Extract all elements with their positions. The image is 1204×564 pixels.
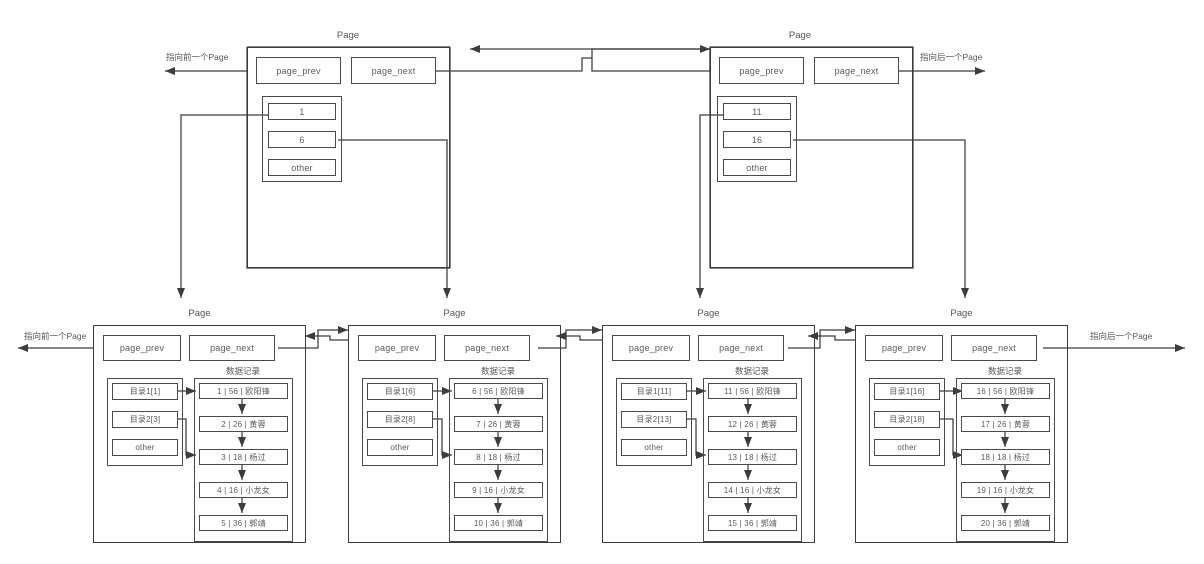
leaf-4-directory-1[interactable]: 目录2[18] [874,411,940,428]
leaf-1[interactable] [93,325,306,543]
leaf-2-caption: Page [443,308,466,319]
leaf-2-record-0[interactable]: 6 | 56 | 欧阳锋 [454,383,543,399]
leaf-3-directory-0[interactable]: 目录1[11] [621,383,687,400]
leaf-3-record-0[interactable]: 11 | 56 | 欧阳锋 [708,383,797,399]
leaf-1-prev[interactable]: page_prev [103,335,181,361]
internal-page-1-key-1[interactable]: 6 [268,131,336,148]
leaf-2-record-2[interactable]: 8 | 18 | 杨过 [454,449,543,465]
leaf-4[interactable] [855,325,1068,543]
internal-page-2-key-1[interactable]: 16 [723,131,791,148]
wire-leaf2-prev-to-leaf1 [305,332,348,341]
leaf-2-records-caption: 数据记录 [480,366,516,376]
leaf-3-record-4[interactable]: 15 | 36 | 郭靖 [708,515,797,531]
leaf-last-next-note: 指向后一个Page [1090,331,1153,341]
leaf-1-records-caption: 数据记录 [225,366,261,376]
leaf-4-directory-2[interactable]: other [874,439,940,456]
leaf-2-record-1[interactable]: 7 | 26 | 黄蓉 [454,416,543,432]
leaf-4-record-0[interactable]: 16 | 56 | 欧阳锋 [961,383,1050,399]
leaf-4-directory-0[interactable]: 目录1[16] [874,383,940,400]
internal-page-1-prev[interactable]: page_prev [256,57,341,84]
leaf-3-directory-2[interactable]: other [621,439,687,456]
internal-page-2-prev[interactable]: page_prev [719,57,804,84]
leaf-1-record-1[interactable]: 2 | 26 | 黄蓉 [199,416,288,432]
internal-page-1[interactable] [247,47,450,268]
wire-leaf4-prev-to-leaf3 [808,332,855,341]
leaf-4-record-3[interactable]: 19 | 16 | 小龙女 [961,482,1050,498]
leaf-1-next[interactable]: page_next [189,335,275,361]
leaf-3-records-caption: 数据记录 [734,366,770,376]
leaf-1-record-3[interactable]: 4 | 16 | 小龙女 [199,482,288,498]
wire-leaf3-prev-to-leaf2 [556,332,602,341]
leaf-1-record-4[interactable]: 5 | 36 | 郭靖 [199,515,288,531]
leaf-1-directory-2[interactable]: other [112,439,178,456]
leaf-4-record-4[interactable]: 20 | 36 | 郭靖 [961,515,1050,531]
leaf-2-record-3[interactable]: 9 | 16 | 小龙女 [454,482,543,498]
leaf-1-directory-0[interactable]: 目录1[1] [112,383,178,400]
internal-page-2-key-2[interactable]: other [723,159,791,176]
internal-page-2-next[interactable]: page_next [814,57,899,84]
leaf-2-records-group [449,378,548,542]
leaf-1-directory-1[interactable]: 目录2[3] [112,411,178,428]
internal-page-2-key-group [717,96,797,182]
leaf-3-records-group [703,378,802,542]
leaf-3-record-1[interactable]: 12 | 26 | 黄蓉 [708,416,797,432]
leaf-first-prev-note: 指向前一个Page [24,331,87,341]
internal-page-2[interactable] [710,47,913,268]
leaf-3-record-2[interactable]: 13 | 18 | 杨过 [708,449,797,465]
leaf-4-record-2[interactable]: 18 | 18 | 杨过 [961,449,1050,465]
internal-page-1-caption: Page [336,30,360,41]
leaf-2-directory-2[interactable]: other [367,439,433,456]
leaf-3-directory-1[interactable]: 目录2[13] [621,411,687,428]
leaf-3-caption: Page [697,308,720,319]
internal-page-2-next-note: 指向后一个Page [920,52,983,62]
leaf-1-directory-group [107,378,183,466]
leaf-3[interactable] [602,325,815,543]
leaf-4-records-caption: 数据记录 [987,366,1023,376]
leaf-3-record-3[interactable]: 14 | 16 | 小龙女 [708,482,797,498]
internal-page-1-key-2[interactable]: other [268,159,336,176]
leaf-2-record-4[interactable]: 10 | 36 | 郭靖 [454,515,543,531]
leaf-1-record-0[interactable]: 1 | 56 | 欧阳锋 [199,383,288,399]
internal-page-1-next[interactable]: page_next [351,57,436,84]
leaf-4-next[interactable]: page_next [951,335,1037,361]
leaf-2-prev[interactable]: page_prev [358,335,436,361]
leaf-4-directory-group [869,378,945,466]
leaf-4-record-1[interactable]: 17 | 26 | 黄蓉 [961,416,1050,432]
internal-page-2-caption: Page [788,30,812,41]
leaf-2-directory-0[interactable]: 目录1[6] [367,383,433,400]
leaf-4-prev[interactable]: page_prev [865,335,943,361]
internal-page-2-key-0[interactable]: 11 [723,103,791,120]
leaf-3-directory-group [616,378,692,466]
leaf-3-next[interactable]: page_next [698,335,784,361]
leaf-1-caption: Page [188,308,211,319]
leaf-2-next[interactable]: page_next [444,335,530,361]
leaf-2-directory-1[interactable]: 目录2[8] [367,411,433,428]
leaf-2[interactable] [348,325,561,543]
leaf-4-caption: Page [950,308,973,319]
leaf-1-record-2[interactable]: 3 | 18 | 杨过 [199,449,288,465]
leaf-4-records-group [956,378,1055,542]
internal-page-1-key-0[interactable]: 1 [268,103,336,120]
leaf-3-prev[interactable]: page_prev [612,335,690,361]
internal-page-1-key-group [262,96,342,182]
leaf-2-directory-group [362,378,438,466]
leaf-1-records-group [194,378,293,542]
internal-page-1-prev-note: 指向前一个Page [166,52,229,62]
